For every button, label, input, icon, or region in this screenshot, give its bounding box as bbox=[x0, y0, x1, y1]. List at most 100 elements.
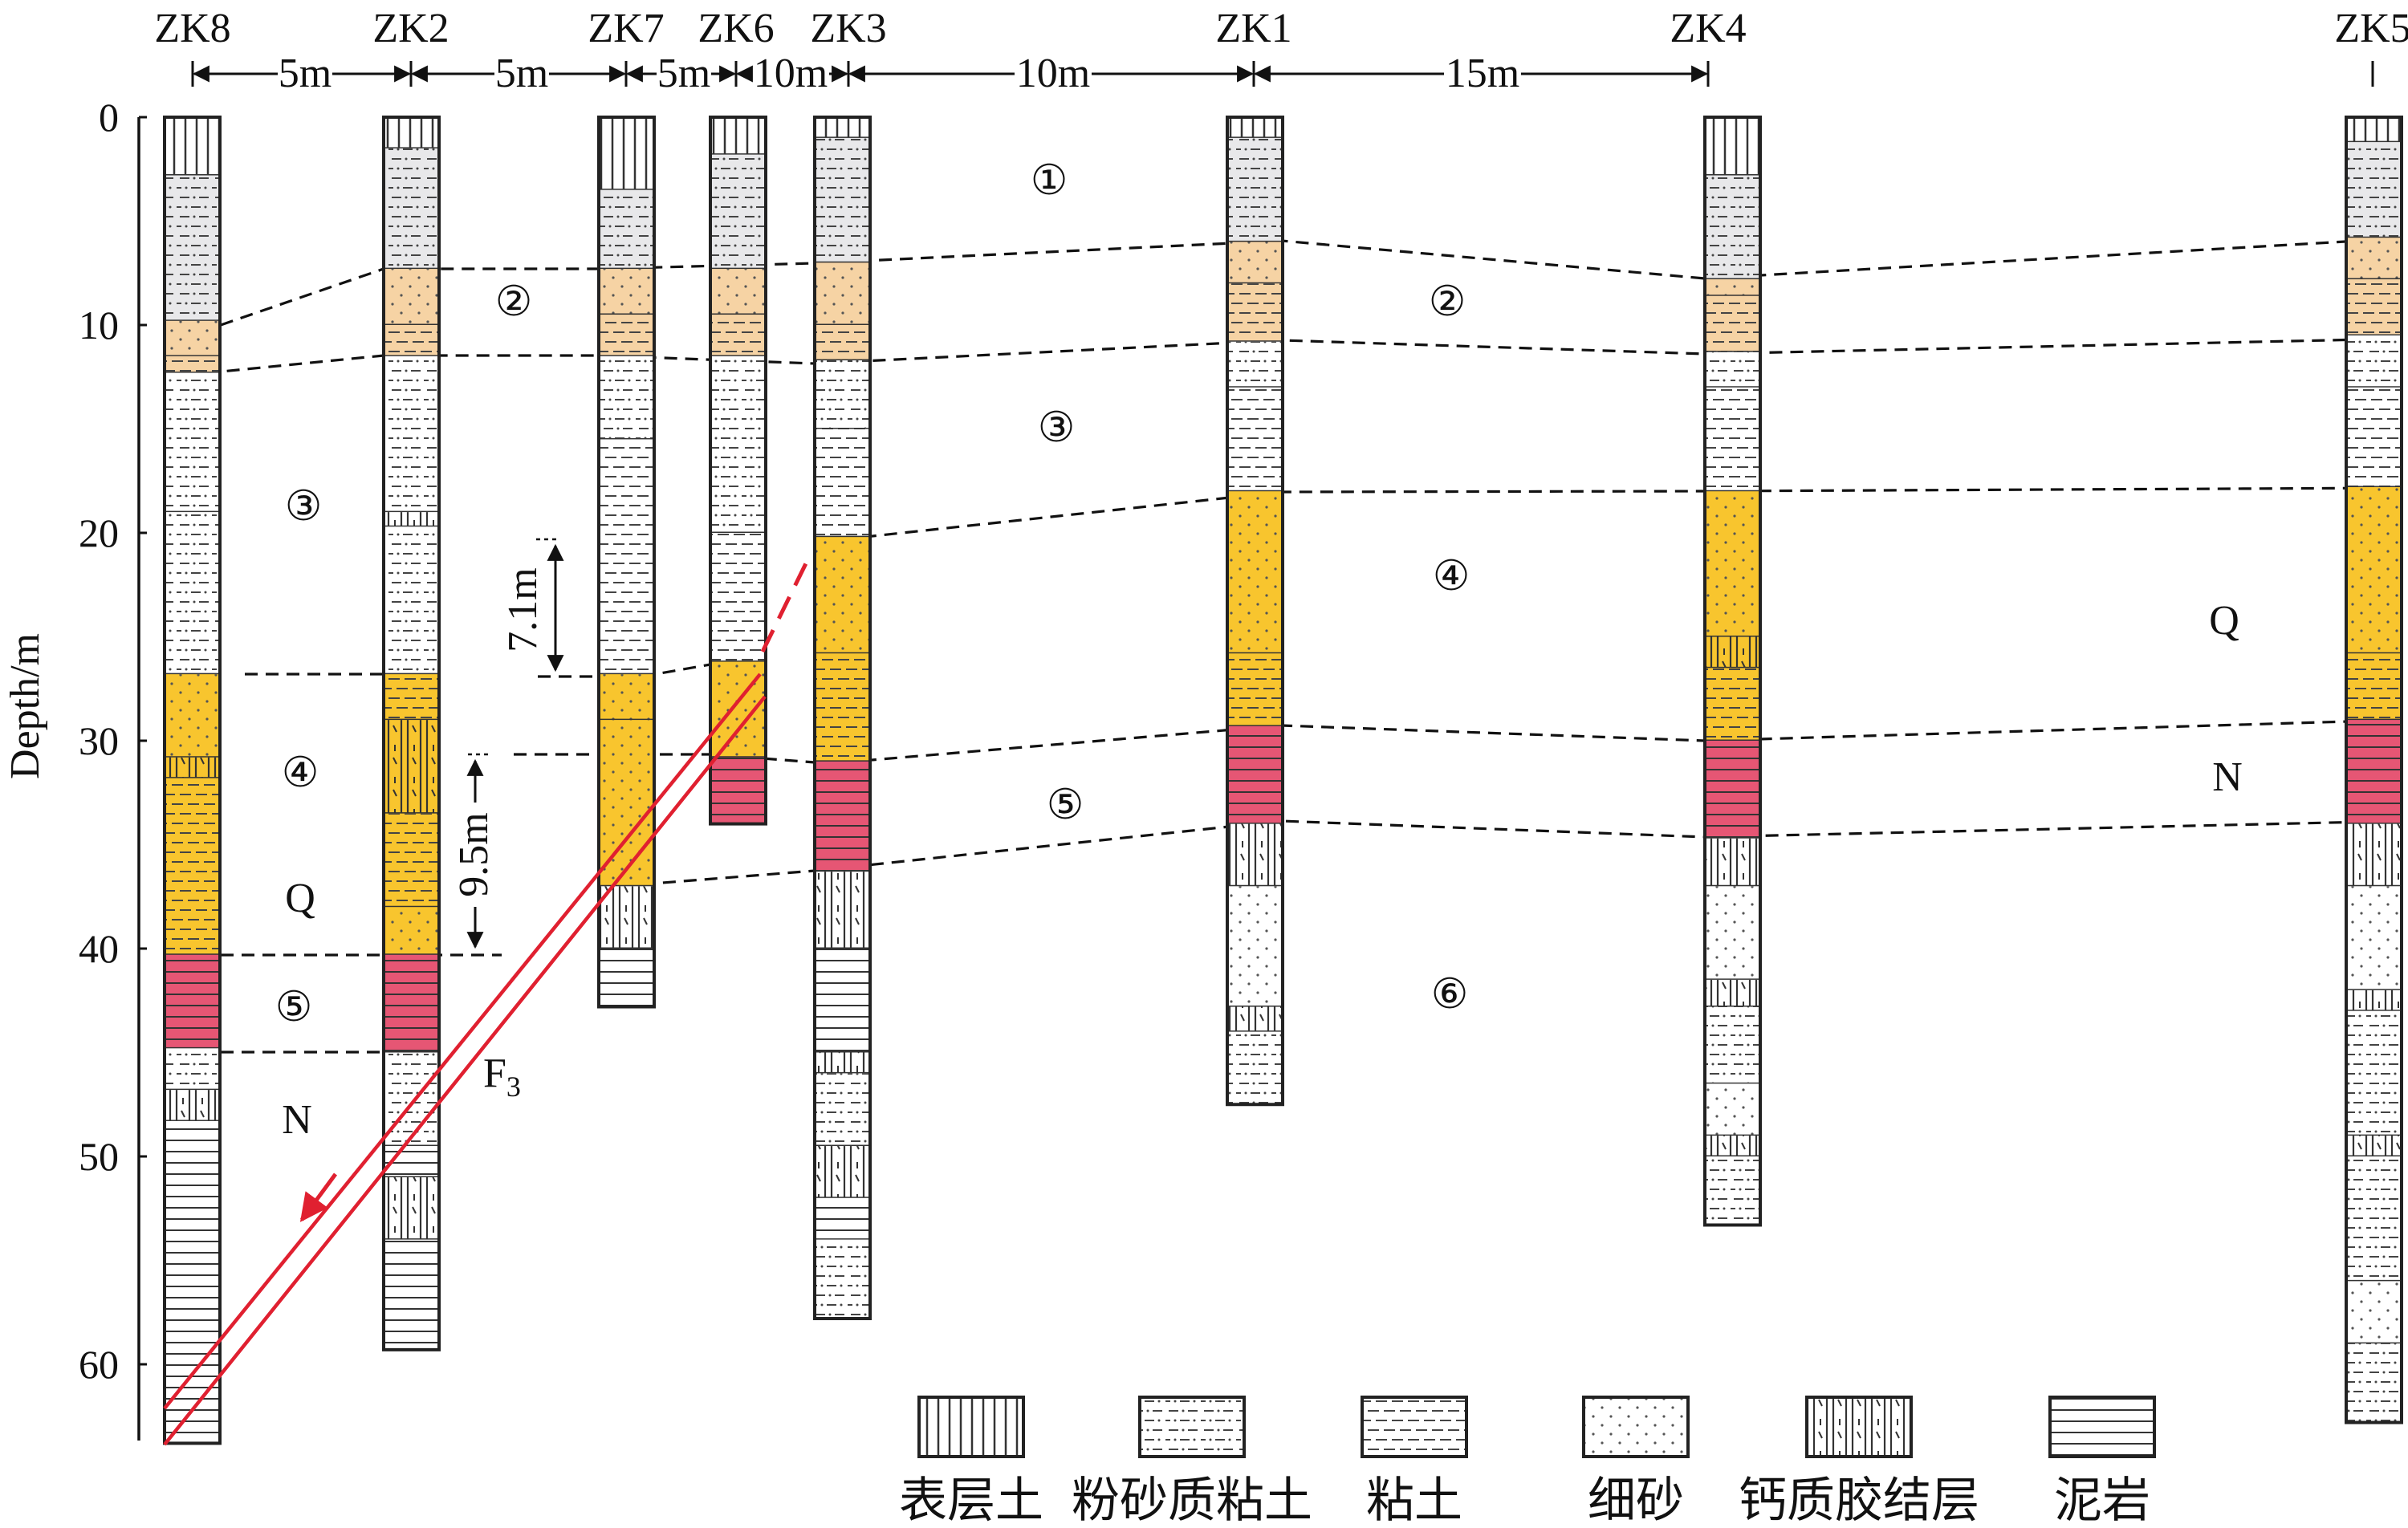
offset-9-5m: 9.5m bbox=[451, 753, 497, 949]
legend-swatch bbox=[1582, 1396, 1690, 1458]
legend-swatch bbox=[1138, 1396, 1246, 1458]
depth-tick-label: 40 bbox=[79, 926, 119, 971]
layer-fine-sand bbox=[1705, 886, 1760, 981]
layer-fine-sand bbox=[2346, 886, 2402, 992]
layer-silty-clay bbox=[1227, 137, 1283, 243]
layer-mudstone bbox=[165, 1120, 220, 1445]
legend-swatch bbox=[1361, 1396, 1468, 1458]
layer-silty-clay bbox=[2346, 335, 2402, 389]
unit-label-4: ④ bbox=[282, 750, 319, 796]
layer-calcareous bbox=[815, 1146, 870, 1200]
borehole-outline bbox=[1226, 116, 1284, 1107]
legend-item-silty-clay: 粉砂质粘土 bbox=[1072, 1396, 1312, 1527]
unit-label-6: ⑥ bbox=[1431, 972, 1469, 1018]
borehole-zk6 bbox=[709, 116, 767, 826]
spacing-label: 10m bbox=[754, 51, 828, 96]
system-label-q: Q bbox=[2209, 598, 2239, 644]
layer-silty-clay bbox=[710, 356, 766, 534]
layer-calcareous bbox=[384, 720, 439, 815]
layer-clay bbox=[1705, 295, 1760, 354]
layer-silty-clay bbox=[165, 175, 220, 323]
layer-calcareous bbox=[1227, 823, 1283, 888]
layer-fine-sand bbox=[710, 269, 766, 316]
boundary-4-5-zk3-line bbox=[842, 718, 2402, 764]
depth-axis-label: Depth/m bbox=[2, 633, 48, 779]
layer-mudstone bbox=[384, 954, 439, 1054]
layer-clay bbox=[1227, 387, 1283, 493]
borehole-outline bbox=[813, 116, 872, 1321]
layer-silty-clay bbox=[384, 356, 439, 514]
system-label-q: Q bbox=[285, 876, 315, 921]
offset-9-5m-label: 9.5m bbox=[451, 812, 497, 896]
layer-silty-clay bbox=[2346, 1343, 2402, 1424]
layer-clay bbox=[710, 533, 766, 664]
borehole-zk3 bbox=[813, 116, 872, 1321]
layer-clay bbox=[599, 439, 654, 676]
layer-silty-clay bbox=[1705, 175, 1760, 281]
layer-calcareous bbox=[1705, 1136, 1760, 1158]
layer-surface bbox=[1227, 117, 1283, 140]
borehole-outline bbox=[2345, 116, 2403, 1424]
borehole-header: ZK5 bbox=[2334, 6, 2408, 51]
borehole-header: ZK1 bbox=[1215, 6, 1291, 51]
legend-swatch bbox=[1805, 1396, 1913, 1458]
offset-7-1m-label: 7.1m bbox=[500, 567, 546, 652]
layer-calcareous bbox=[165, 757, 220, 780]
borehole-header: ZK8 bbox=[154, 6, 230, 51]
layer-clay bbox=[710, 315, 766, 358]
legend-label: 钙质胶结层 bbox=[1739, 1474, 1979, 1527]
layer-surface bbox=[599, 117, 654, 192]
layer-calcareous bbox=[1705, 838, 1760, 888]
layer-silty-clay bbox=[2346, 1010, 2402, 1137]
unit-labels: ① ② ② ③ ③ ④ ④ ⑤ ⑤ ⑥ Q Q N N bbox=[275, 158, 2243, 1143]
layer-fine-sand bbox=[1227, 491, 1283, 655]
layer-clay bbox=[815, 325, 870, 362]
borehole-header: ZK4 bbox=[1670, 6, 1746, 51]
layer-fine-sand bbox=[2346, 487, 2402, 655]
spacing-label: 5m bbox=[279, 51, 332, 96]
layer-silty-clay bbox=[815, 1239, 870, 1320]
layer-clay bbox=[2346, 279, 2402, 337]
layer-mudstone bbox=[710, 757, 766, 826]
unit-label-3: ③ bbox=[1038, 405, 1076, 451]
boundary-5-6-line bbox=[641, 819, 2402, 886]
layer-clay bbox=[2346, 653, 2402, 721]
layer-silty-clay bbox=[384, 526, 439, 676]
layer-silty-clay bbox=[815, 1073, 870, 1148]
layer-clay bbox=[165, 356, 220, 375]
boundary-1-2-line bbox=[220, 237, 2402, 327]
borehole-zk5 bbox=[2345, 116, 2403, 1424]
layer-silty-clay bbox=[815, 360, 870, 430]
layer-silty-clay bbox=[1227, 1031, 1283, 1106]
legend-swatch bbox=[917, 1396, 1025, 1458]
borehole-zk8 bbox=[163, 116, 222, 1445]
layer-fine-sand bbox=[815, 537, 870, 655]
unit-label-4: ④ bbox=[1433, 554, 1470, 599]
fault-label: F3 bbox=[483, 1050, 521, 1103]
depth-tick-label: 60 bbox=[79, 1342, 119, 1387]
system-label-n: N bbox=[2212, 754, 2243, 800]
layer-calcareous bbox=[384, 512, 439, 528]
layer-surface bbox=[710, 117, 766, 156]
layer-fine-sand bbox=[1705, 491, 1760, 638]
legend-item-mudstone: 泥岩 bbox=[2048, 1396, 2156, 1527]
layer-silty-clay bbox=[815, 137, 870, 264]
borehole-header: ZK3 bbox=[810, 6, 886, 51]
layer-fine-sand bbox=[165, 320, 220, 358]
layer-fine-sand bbox=[2346, 238, 2402, 281]
layer-calcareous bbox=[1705, 979, 1760, 1009]
borehole-zk4 bbox=[1703, 116, 1762, 1227]
legend-item-surface: 表层土 bbox=[899, 1396, 1043, 1527]
layer-clay bbox=[815, 653, 870, 763]
layer-fine-sand bbox=[384, 269, 439, 327]
depth-tick-label: 30 bbox=[79, 718, 119, 763]
legend-label: 表层土 bbox=[899, 1474, 1043, 1527]
layer-clay bbox=[2346, 387, 2402, 489]
layer-surface bbox=[1705, 117, 1760, 177]
layer-fine-sand bbox=[599, 720, 654, 888]
layer-clay bbox=[384, 674, 439, 721]
layer-silty-clay bbox=[384, 148, 439, 270]
